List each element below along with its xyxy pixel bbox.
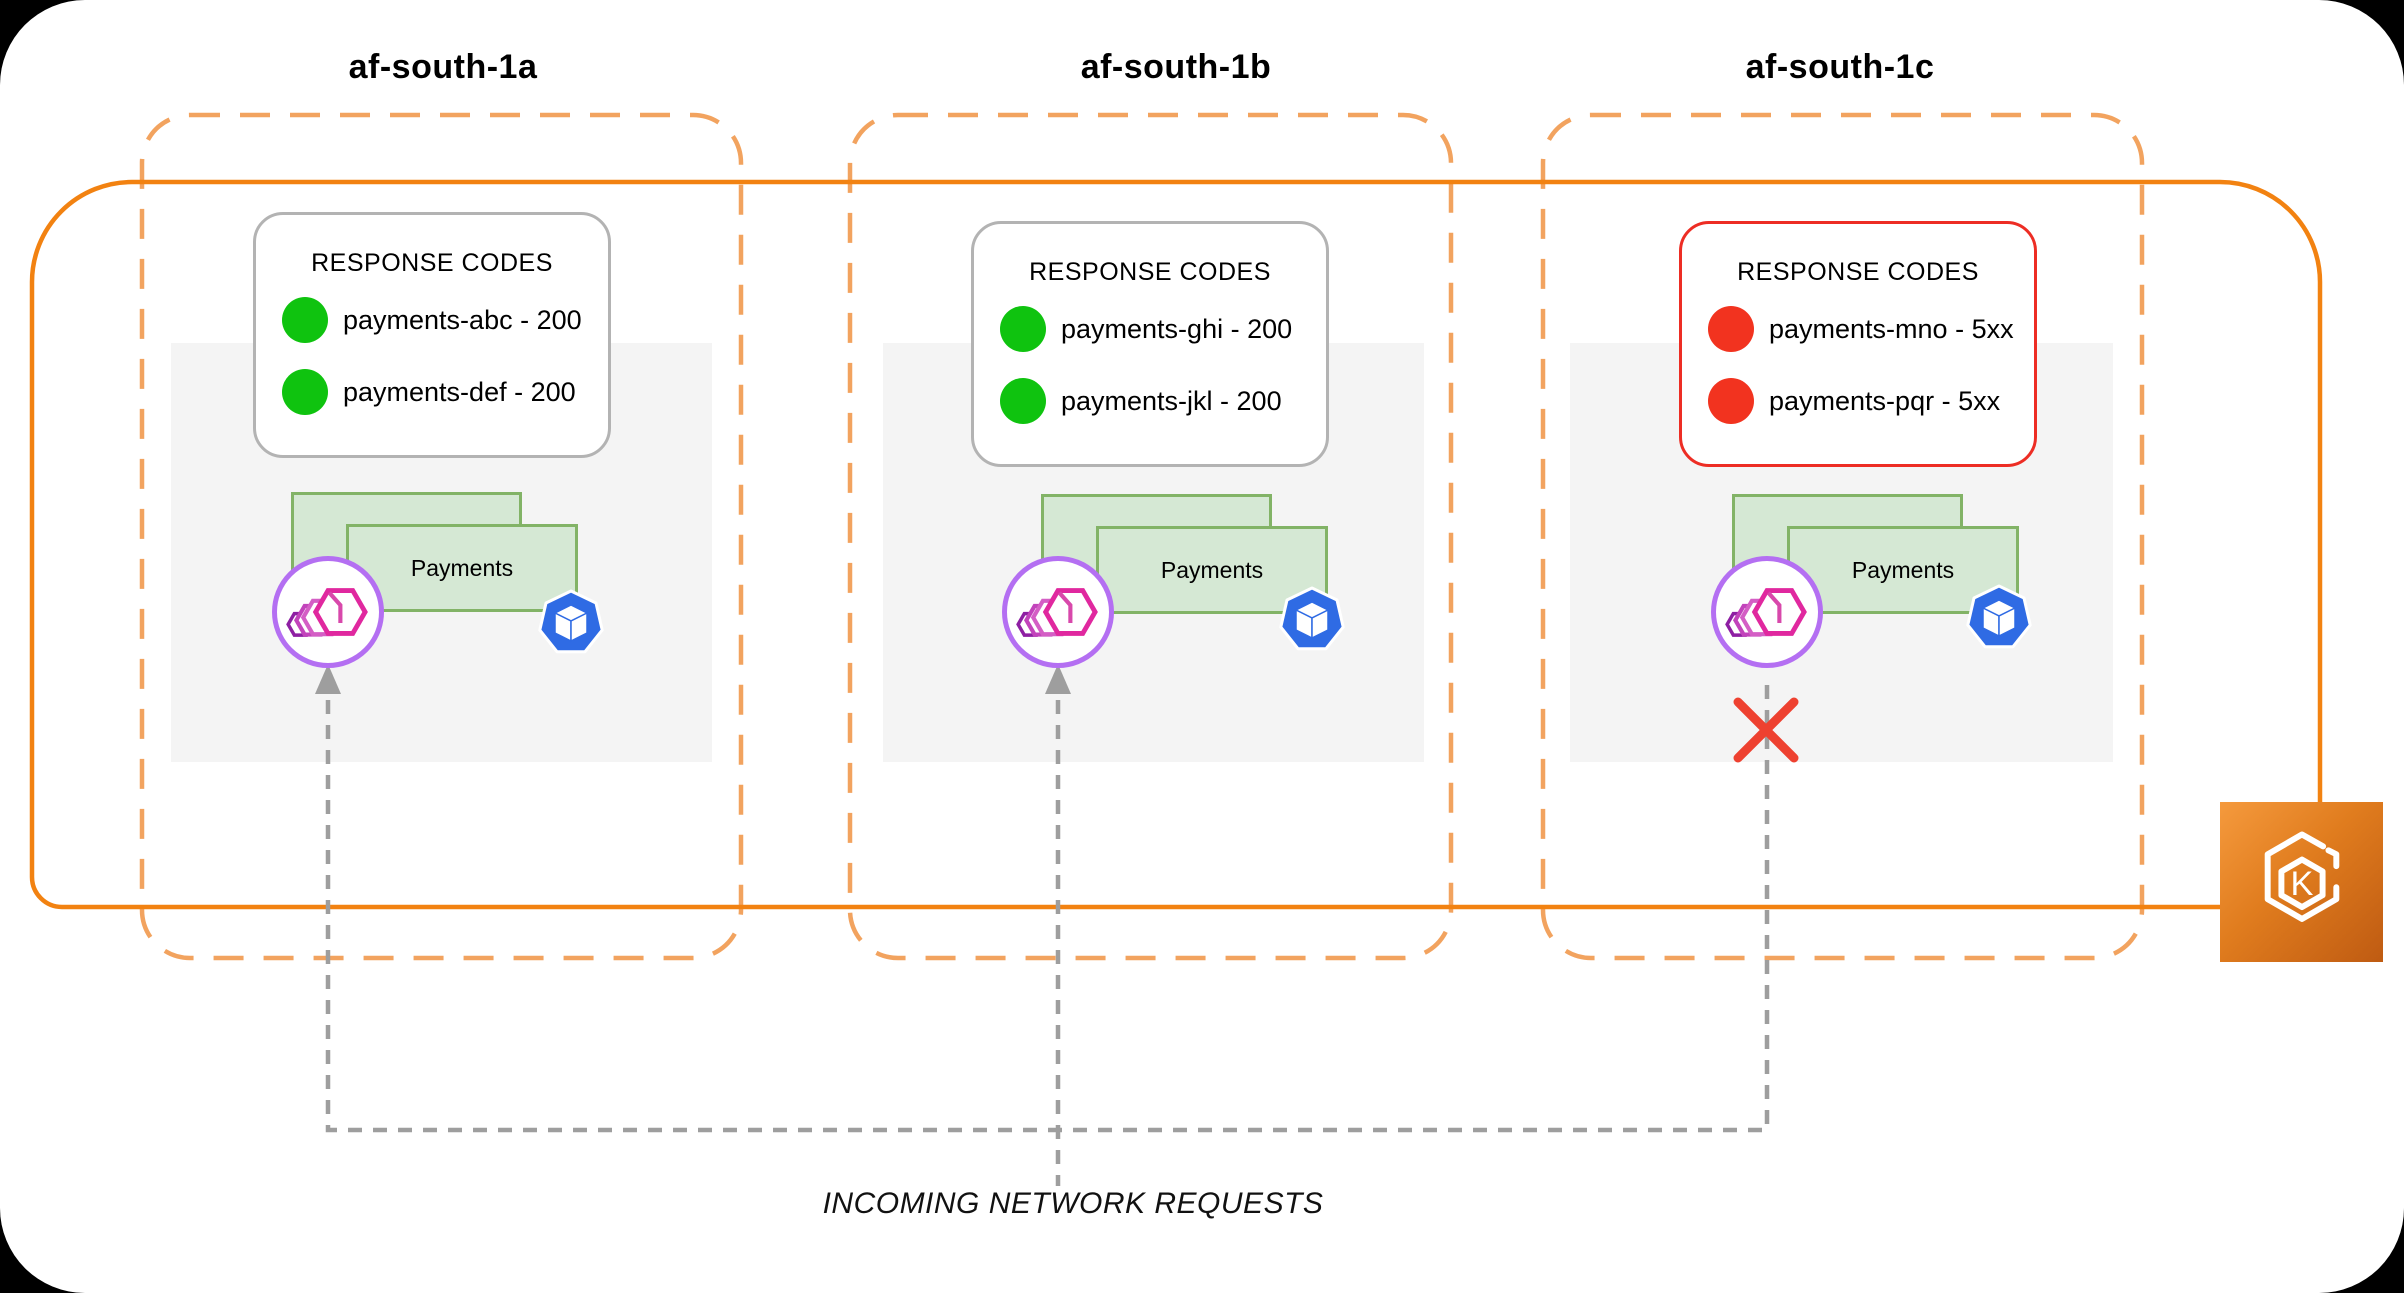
deployment-front-card-a: Payments: [346, 524, 578, 612]
az-title-b: af-south-1b: [1080, 48, 1272, 86]
response-row: payments-mno - 5xx: [1708, 306, 2014, 352]
container-service-icon: [286, 588, 368, 637]
response-row: payments-pqr - 5xx: [1708, 378, 2000, 424]
service-endpoint-b: [1002, 556, 1114, 668]
status-dot-icon: [282, 297, 328, 343]
az-border-b: [847, 112, 1454, 961]
service-status-label: payments-ghi - 200: [1061, 313, 1293, 344]
deployment-front-card-b: Payments: [1096, 526, 1328, 614]
response-codes-title-b: RESPONSE CODES: [1029, 258, 1271, 286]
az-border-c: [1540, 112, 2145, 961]
service-status-label: payments-jkl - 200: [1061, 385, 1282, 416]
az-border-a: [139, 112, 744, 961]
kubernetes-pod-icon-a: [537, 589, 605, 657]
container-service-icon: [1725, 588, 1807, 637]
service-status-label: payments-abc - 200: [343, 304, 582, 335]
eks-cluster-icon: K: [2220, 802, 2383, 962]
container-service-icon: [1016, 588, 1098, 637]
response-row: payments-abc - 200: [282, 297, 582, 343]
deployment-label-b: Payments: [1160, 556, 1264, 583]
eks-letter: K: [2290, 865, 2313, 903]
status-dot-icon: [1708, 378, 1754, 424]
response-codes-title-a: RESPONSE CODES: [311, 249, 553, 277]
response-row: payments-jkl - 200: [1000, 378, 1282, 424]
response-row: payments-ghi - 200: [1000, 306, 1292, 352]
response-codes-title-c: RESPONSE CODES: [1737, 258, 1979, 286]
status-dot-icon: [1708, 306, 1754, 352]
service-endpoint-a: [272, 556, 384, 668]
arrowhead-b: [1045, 664, 1071, 694]
status-dot-icon: [282, 369, 328, 415]
service-status-label: payments-pqr - 5xx: [1769, 385, 2001, 416]
incoming-requests-label: INCOMING NETWORK REQUESTS: [822, 1187, 1324, 1220]
response-codes-card-b: RESPONSE CODES payments-ghi - 200 paymen…: [971, 221, 1329, 467]
status-dot-icon: [1000, 306, 1046, 352]
az-title-a: af-south-1a: [348, 48, 538, 86]
deployment-label-c: Payments: [1851, 556, 1955, 583]
status-dot-icon: [1000, 378, 1046, 424]
kubernetes-pod-icon-b: [1278, 586, 1346, 654]
response-codes-card-c: RESPONSE CODES payments-mno - 5xx paymen…: [1679, 221, 2037, 467]
service-status-label: payments-def - 200: [343, 376, 576, 407]
arrowhead-a: [315, 664, 341, 694]
kubernetes-pod-icon-c: [1965, 584, 2033, 652]
request-path-a-c: [325, 676, 1770, 1133]
service-status-label: payments-mno - 5xx: [1769, 313, 2014, 344]
deployment-label-a: Payments: [410, 554, 514, 581]
blocked-x-icon: [1733, 697, 1799, 763]
response-row: payments-def - 200: [282, 369, 576, 415]
az-title-c: af-south-1c: [1745, 48, 1935, 86]
response-codes-card-a: RESPONSE CODES payments-abc - 200 paymen…: [253, 212, 611, 458]
service-endpoint-c: [1711, 556, 1823, 668]
